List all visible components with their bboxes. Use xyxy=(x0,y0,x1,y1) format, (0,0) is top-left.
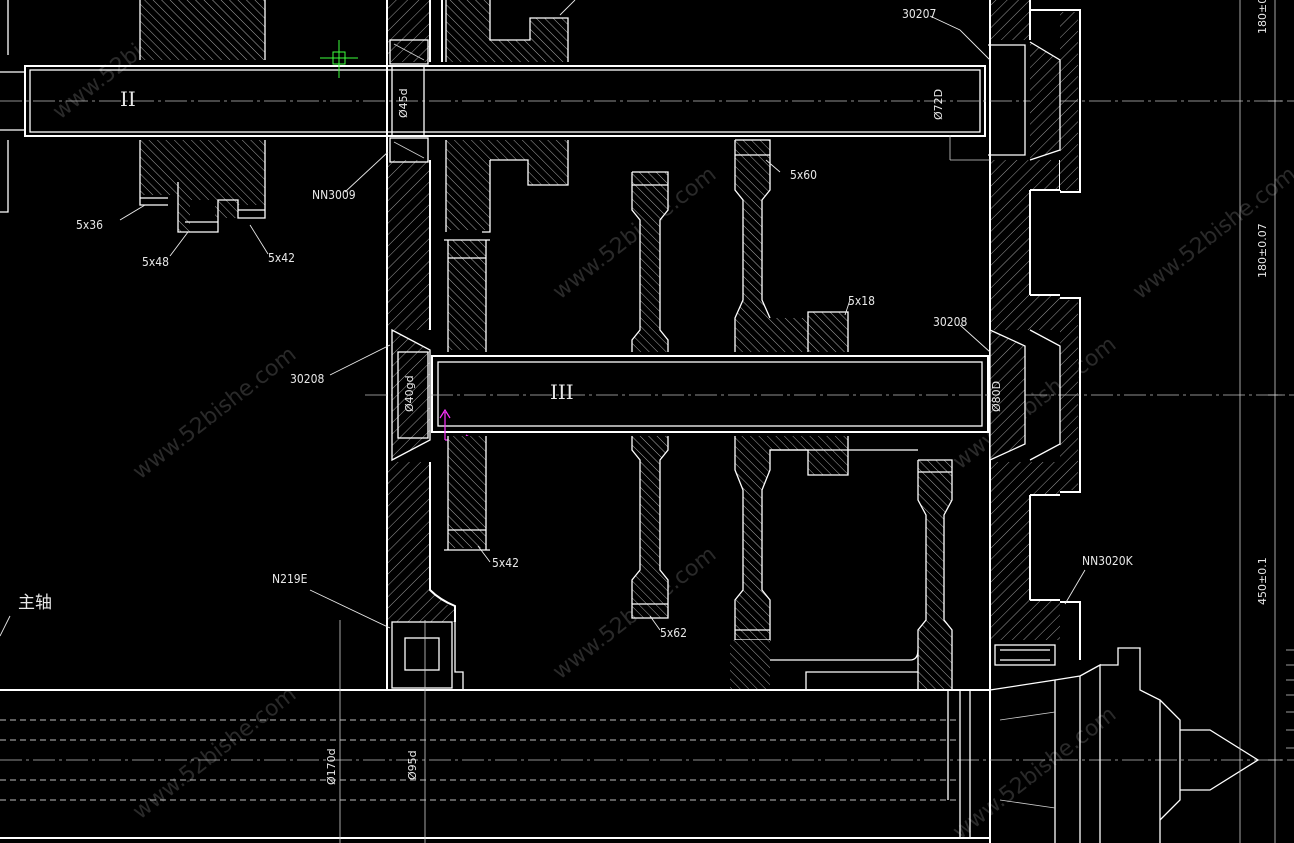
shaft-ii-label: II xyxy=(120,87,136,111)
spindle-label: 主轴 xyxy=(18,593,52,613)
main-spindle xyxy=(0,621,1294,843)
callout-bearing-30208-right: 30208 xyxy=(933,315,967,329)
diameter-40: Ø40gd xyxy=(403,375,416,412)
diameter-72: Ø72D xyxy=(932,89,945,120)
shaft-iii-label: III xyxy=(550,380,574,404)
shaft-iii-gears-upper xyxy=(444,139,849,352)
shaft-iii xyxy=(365,328,1294,462)
callout-gear-5x48: 5x48 xyxy=(142,255,169,269)
callout-gear-5x62: 5x62 xyxy=(660,626,687,640)
construction-lines xyxy=(320,0,1294,843)
callout-gear-5x18: 5x18 xyxy=(848,294,875,308)
labels: II III 主轴 30207 NN3009 30208 30208 N219E… xyxy=(18,0,1269,785)
callout-bearing-30208-left: 30208 xyxy=(290,372,324,386)
watermark-text: www.52bishe.com xyxy=(1128,162,1294,305)
shaft-iii-gears-lower xyxy=(444,436,953,690)
watermark-text: www.52bishe.com xyxy=(948,702,1121,843)
diameter-95: Ø95d xyxy=(406,750,419,780)
callout-gear-5x42-bottom: 5x42 xyxy=(492,556,519,570)
housing-left-wall xyxy=(386,0,456,690)
shaft-ii xyxy=(0,39,1294,163)
diameter-80: Ø80D xyxy=(990,381,1003,412)
dimension-middle: 180±0.07 xyxy=(1256,223,1269,278)
callout-gear-5x42-top: 5x42 xyxy=(268,251,295,265)
watermark-text: www.52bishe.com xyxy=(128,682,301,825)
diameter-45: Ø45d xyxy=(397,88,410,118)
watermark-layer: www.52bishe.com www.52bishe.com www.52bi… xyxy=(48,0,1294,843)
callout-bearing-nn3009: NN3009 xyxy=(312,188,356,202)
diameter-170: Ø170d xyxy=(325,748,338,785)
leader-lines xyxy=(0,0,1086,637)
watermark-text: www.52bishe.com xyxy=(948,332,1121,475)
left-gear-cluster xyxy=(0,0,266,233)
callout-gear-5x60: 5x60 xyxy=(790,168,817,182)
callout-gear-5x36: 5x36 xyxy=(76,218,103,232)
watermark-text: www.52bishe.com xyxy=(128,342,301,485)
dimension-bottom: 450±0.1 xyxy=(1256,557,1269,605)
callout-bearing-30207: 30207 xyxy=(902,7,936,21)
callout-bearing-n219e: N219E xyxy=(272,572,308,586)
callout-bearing-nn3020k: NN3020K xyxy=(1082,554,1134,568)
shaft-ii-gears xyxy=(445,0,569,233)
dimension-top: 180±0.07 xyxy=(1256,0,1269,34)
